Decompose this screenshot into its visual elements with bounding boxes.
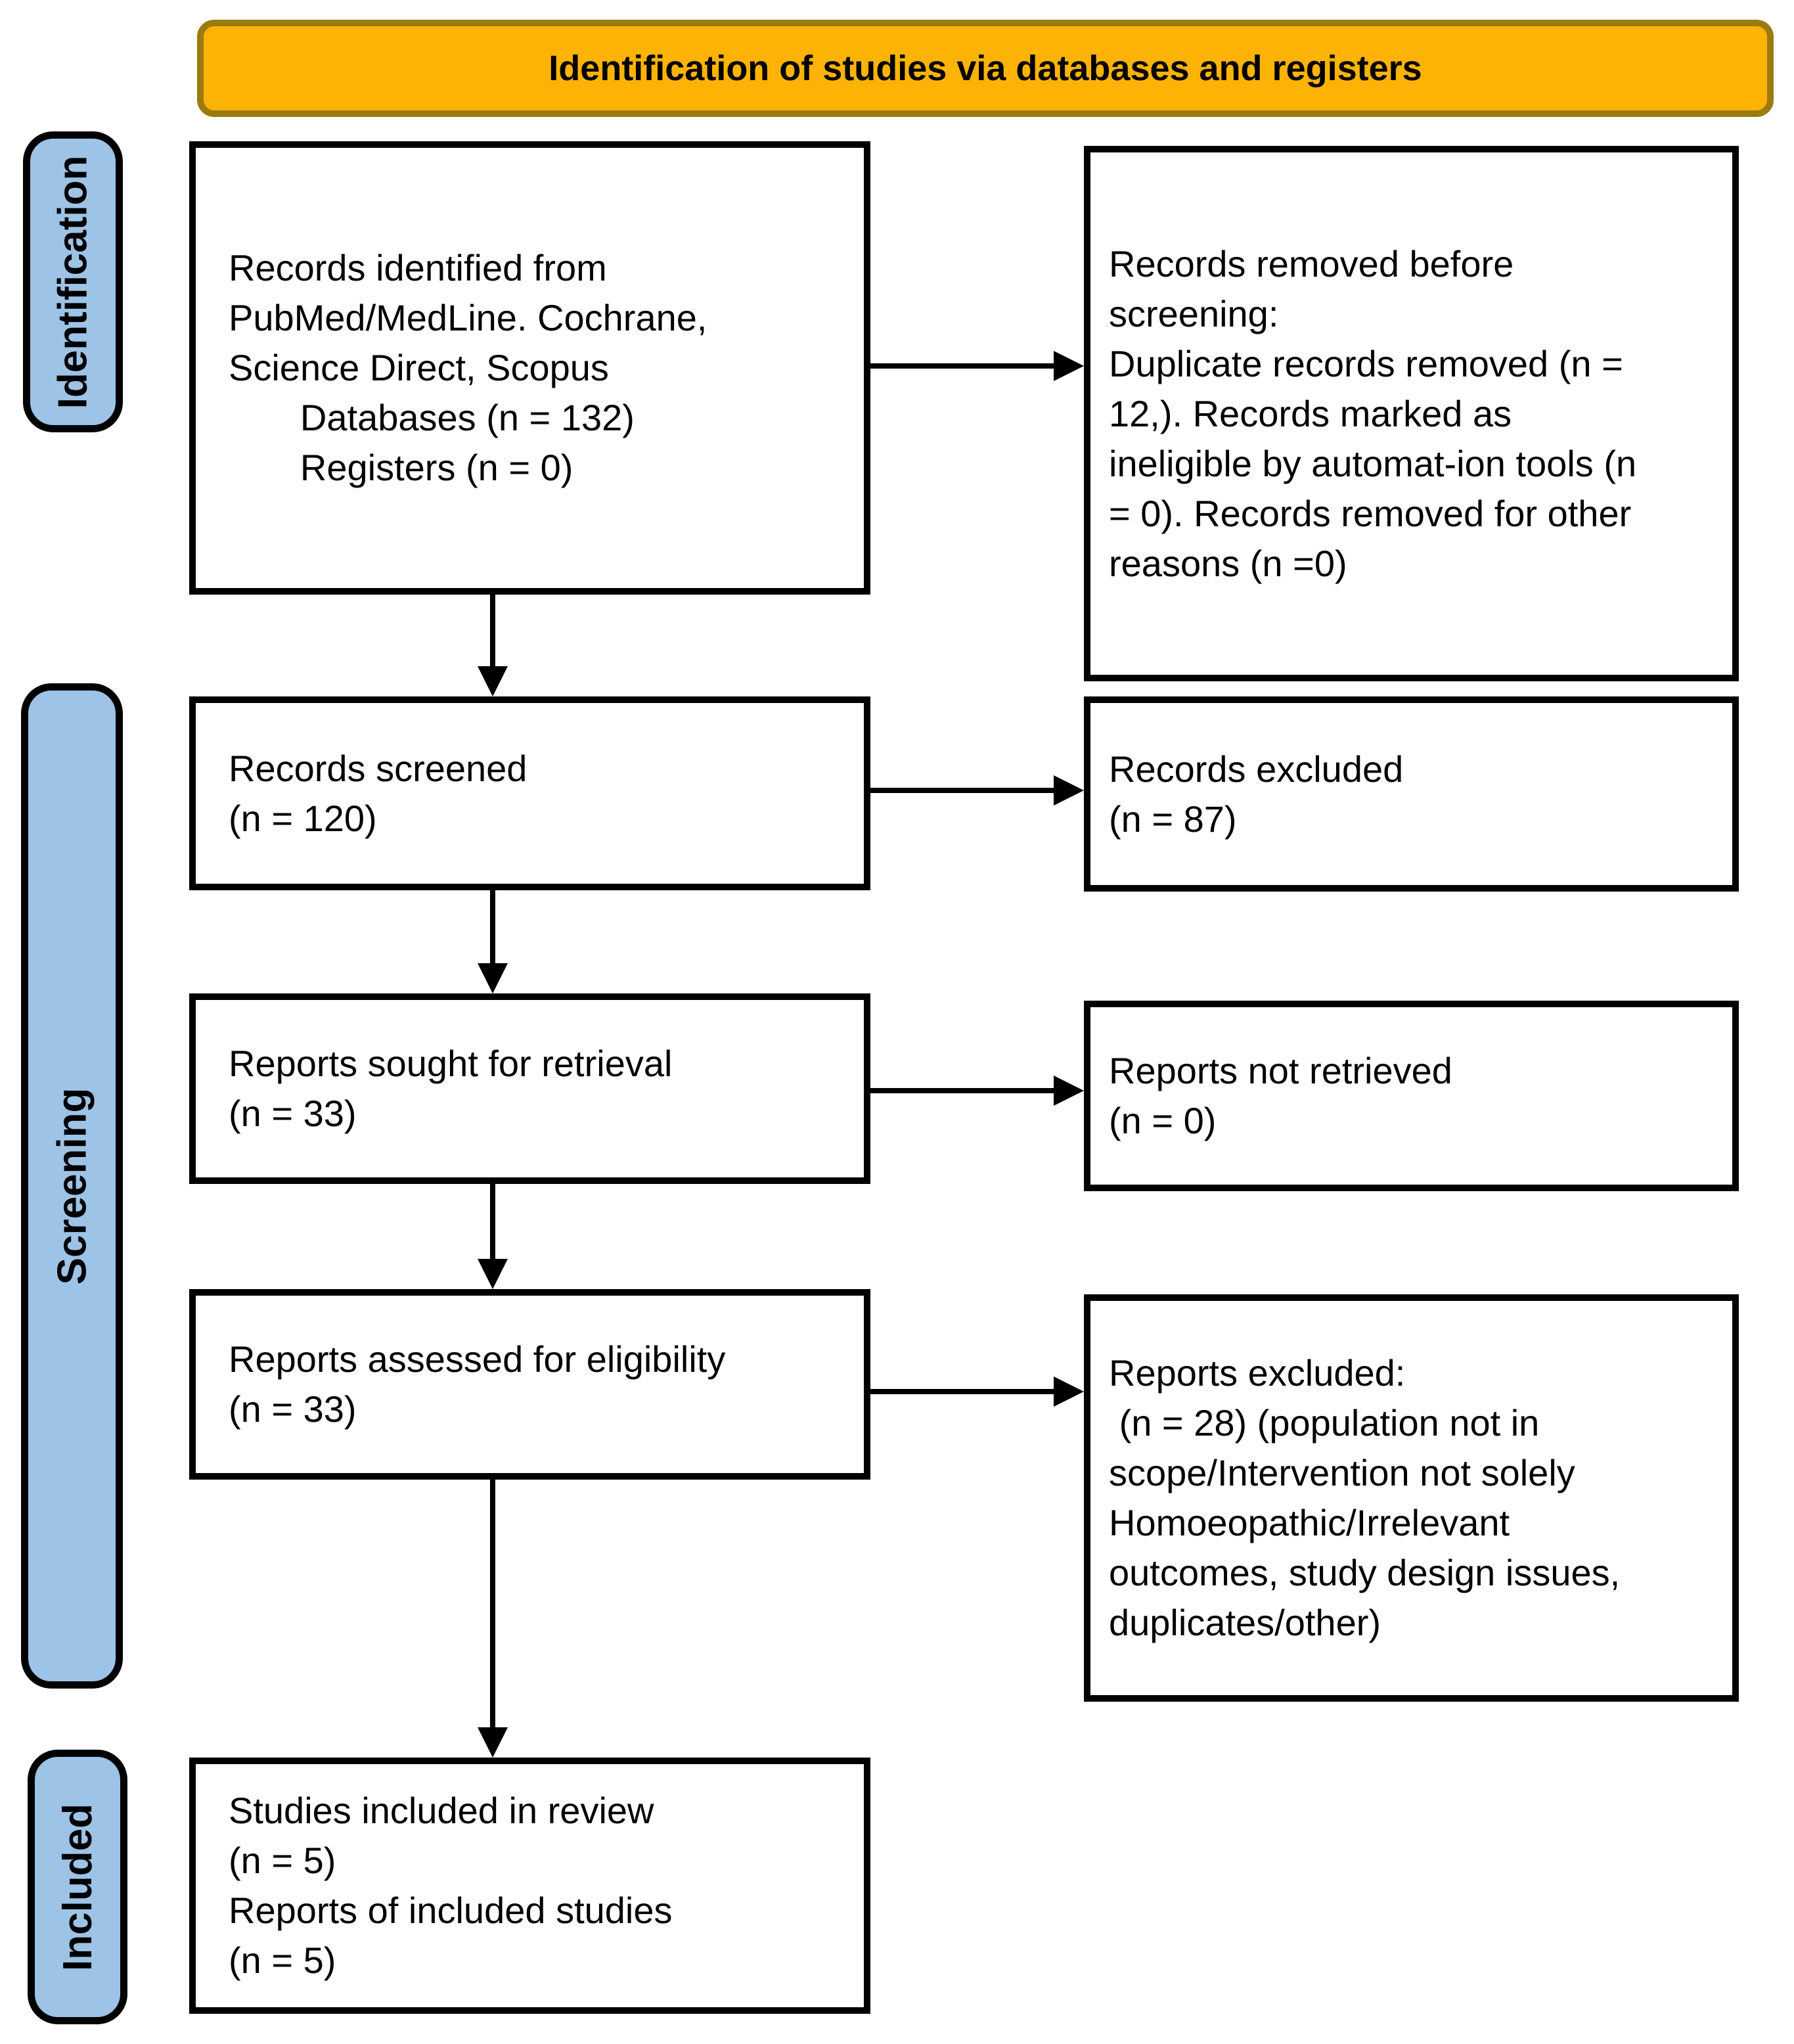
box-reports-excluded-text: Reports excluded: (n = 28) (population n…: [1109, 1352, 1621, 1643]
box-reports-not-retrieved: Reports not retrieved (n = 0): [1084, 1001, 1739, 1191]
stage-label-screening-text: Screening: [49, 1087, 95, 1284]
arrowhead-right-icon: [1054, 1076, 1084, 1106]
box-records-excluded: Records excluded (n = 87): [1084, 696, 1739, 892]
box-reports-excluded: Reports excluded: (n = 28) (population n…: [1084, 1294, 1739, 1702]
arrow-line: [870, 788, 1055, 793]
stage-label-screening: Screening: [21, 683, 123, 1689]
arrowhead-down-icon: [478, 1259, 508, 1289]
box-records-screened-text: Records screened (n = 120): [229, 747, 527, 839]
stage-label-included: Included: [28, 1750, 127, 2024]
box-studies-included: Studies included in review (n = 5) Repor…: [189, 1758, 870, 2014]
stage-label-identification-text: Identification: [50, 155, 96, 409]
box-records-removed-text: Records removed before screening: Duplic…: [1109, 242, 1637, 584]
arrowhead-down-icon: [478, 666, 508, 696]
banner-title: Identification of studies via databases …: [549, 49, 1422, 88]
arrow-line: [870, 1389, 1055, 1394]
box-reports-assessed-text: Reports assessed for eligibility (n = 33…: [229, 1338, 726, 1430]
arrow-line: [490, 595, 495, 668]
box-studies-included-text: Studies included in review (n = 5) Repor…: [229, 1790, 673, 1981]
arrow-line: [490, 1480, 495, 1729]
arrowhead-right-icon: [1054, 775, 1084, 806]
arrowhead-down-icon: [478, 1727, 508, 1758]
box-records-excluded-text: Records excluded (n = 87): [1109, 748, 1404, 840]
box-records-identified-text: Records identified from PubMed/MedLine. …: [229, 247, 707, 488]
box-records-screened: Records screened (n = 120): [189, 696, 870, 890]
arrow-line: [870, 363, 1055, 369]
box-reports-assessed: Reports assessed for eligibility (n = 33…: [189, 1289, 870, 1480]
box-reports-sought-text: Reports sought for retrieval (n = 33): [229, 1043, 673, 1134]
box-reports-sought: Reports sought for retrieval (n = 33): [189, 993, 870, 1184]
box-reports-not-retrieved-text: Reports not retrieved (n = 0): [1109, 1050, 1452, 1141]
stage-label-identification: Identification: [23, 131, 123, 432]
arrowhead-right-icon: [1054, 351, 1084, 381]
banner: Identification of studies via databases …: [197, 20, 1774, 117]
arrowhead-right-icon: [1054, 1376, 1084, 1407]
arrow-line: [870, 1088, 1055, 1093]
box-records-identified: Records identified from PubMed/MedLine. …: [189, 141, 870, 595]
stage-label-included-text: Included: [55, 1803, 101, 1971]
arrow-line: [490, 1184, 495, 1261]
arrowhead-down-icon: [478, 963, 508, 993]
arrow-line: [490, 890, 495, 965]
box-records-removed: Records removed before screening: Duplic…: [1084, 146, 1739, 681]
